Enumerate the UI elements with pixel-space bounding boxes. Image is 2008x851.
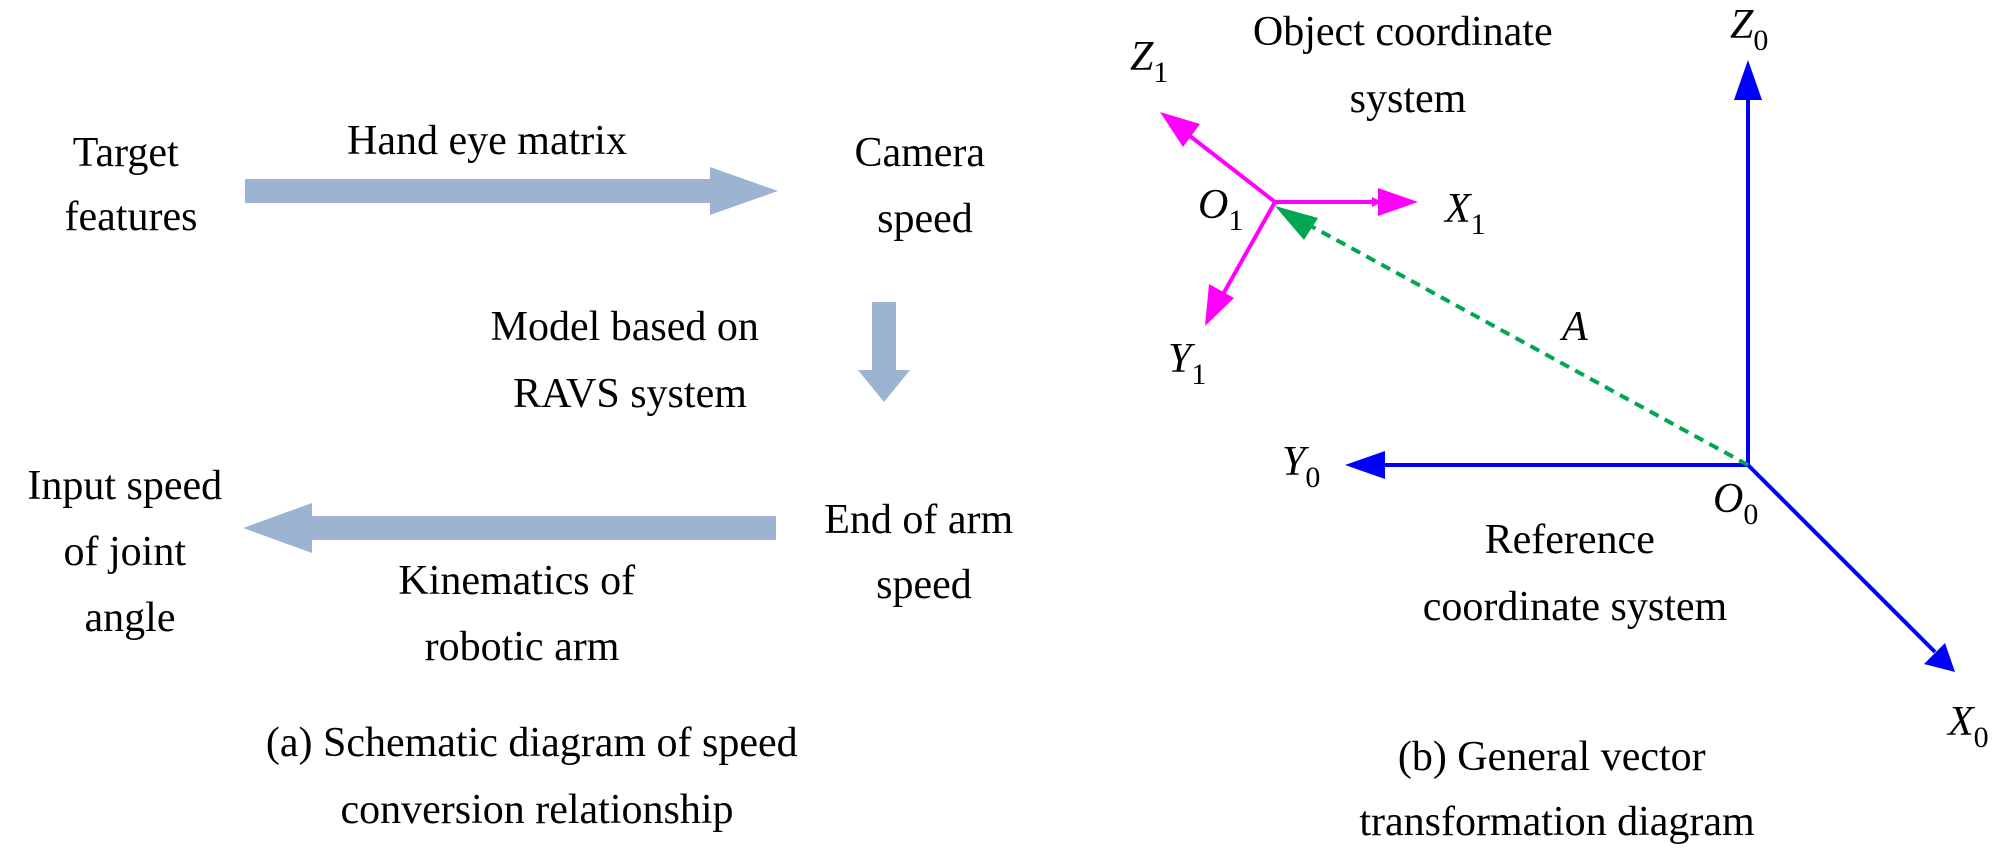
label-target-features: Target features — [65, 130, 198, 240]
label-z0: Z0 — [1730, 2, 1768, 57]
caption-a: (a) Schematic diagram of speed conversio… — [266, 720, 808, 833]
label-z1: Z1 — [1130, 34, 1168, 89]
arrow-model-down — [858, 302, 910, 402]
panel-a: Target features Hand eye matrix Camera s… — [27, 118, 1023, 833]
label-o0: O0 — [1713, 476, 1758, 531]
label-o1: O1 — [1198, 182, 1243, 237]
vector-a-line — [1299, 218, 1749, 467]
caption-b: (b) General vector transformation diagra… — [1359, 734, 1755, 845]
z0-arrowhead — [1734, 60, 1762, 100]
label-camera-speed: Camera speed — [854, 130, 995, 242]
label-input-speed: Input speed of joint angle — [27, 463, 232, 641]
arrow-kinematics-left — [243, 503, 776, 553]
y1-axis — [1220, 201, 1277, 297]
label-x1: X1 — [1443, 186, 1486, 241]
z1-axis — [1188, 134, 1277, 204]
x0-arrowhead — [1924, 643, 1955, 672]
label-hand-eye-matrix: Hand eye matrix — [347, 118, 627, 164]
x0-axis — [1746, 463, 1937, 654]
vector-a-arrowhead — [1275, 206, 1318, 240]
arrow-hand-eye — [245, 167, 778, 215]
panel-b: Object coordinate system Reference coord… — [1130, 2, 1989, 845]
y0-arrowhead — [1345, 451, 1385, 479]
label-reference-system: Reference coordinate system — [1423, 517, 1728, 630]
label-vector-a: A — [1559, 304, 1588, 350]
label-end-of-arm-speed: End of arm speed — [824, 497, 1023, 608]
x1-arrowhead — [1378, 188, 1418, 216]
label-model-ravs: Model based on RAVS system — [491, 304, 770, 417]
z1-arrowhead — [1160, 112, 1200, 147]
y1-arrowhead — [1205, 284, 1234, 326]
label-object-system: Object coordinate system — [1253, 9, 1563, 122]
label-kinematics: Kinematics of robotic arm — [398, 558, 645, 670]
label-y0: Y0 — [1282, 439, 1320, 494]
label-y1: Y1 — [1168, 336, 1206, 391]
label-x0: X0 — [1946, 699, 1989, 754]
